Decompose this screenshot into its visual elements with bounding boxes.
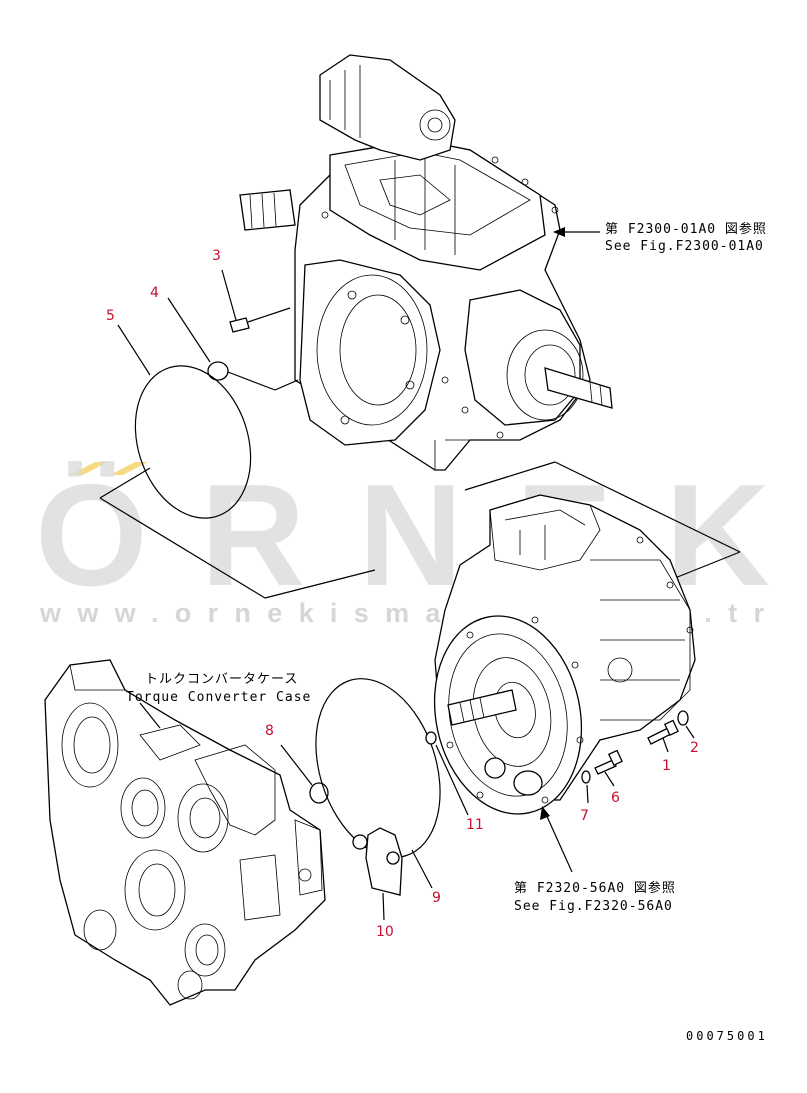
callout-11: 11 [466,817,484,833]
transmission-assembly-bottom [433,494,696,815]
torque-converter-case [44,659,326,1006]
part-4-seal [167,297,299,391]
callout-10: 10 [376,924,394,940]
reference-arrows [540,227,600,873]
callout-8: 8 [265,723,274,739]
callout-9: 9 [432,890,441,906]
drawing-code: 00075001 [686,1029,768,1043]
part-5-gasket [99,324,376,599]
ref-bottom-jp: 第 F2320-56A0 図参照 [514,880,676,896]
bolts-washers [581,710,695,804]
part-2-washer [677,710,689,726]
part-10-gasket [365,827,403,896]
part-3-pin [221,269,291,333]
part-6-bolt [594,759,617,775]
callout-1: 1 [662,758,671,774]
part-11-seal [425,731,437,745]
callout-3: 3 [212,248,221,264]
ref-bottom-en: See Fig.F2320-56A0 [514,899,673,914]
case-label-en: Torque Converter Case [126,690,311,705]
callouts: 1 2 3 4 5 6 7 8 9 10 11 [106,248,699,940]
case-label-jp: トルクコンバータケース [145,672,298,687]
callout-6: 6 [611,790,620,806]
watermark-accent-icon [70,462,108,475]
arrow-icon [553,227,565,237]
gaskets-lower [280,678,469,921]
ref-top-jp: 第 F2300-01A0 図参照 [605,221,767,237]
callout-5: 5 [106,308,115,324]
arrow-icon [540,806,550,820]
callout-4: 4 [150,285,159,301]
part-7-washer [581,770,591,784]
ref-top-en: See Fig.F2300-01A0 [605,239,764,254]
callout-7: 7 [580,808,589,824]
transmission-assembly-top [239,54,613,471]
callout-2: 2 [690,740,699,756]
part-9-gasket [315,678,441,858]
